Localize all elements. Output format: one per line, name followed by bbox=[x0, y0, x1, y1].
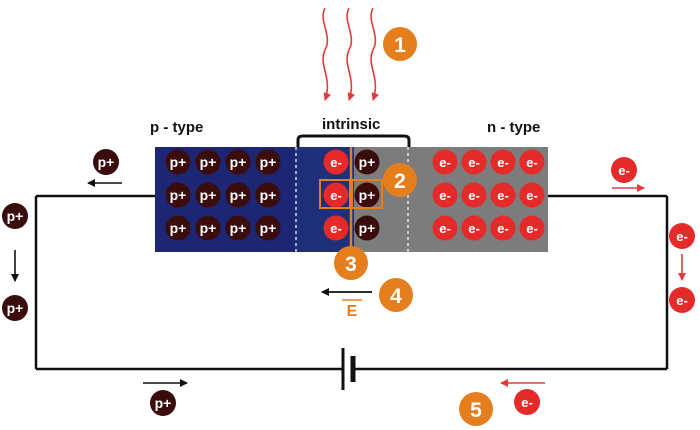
svg-text:p+: p+ bbox=[230, 154, 247, 170]
battery-icon bbox=[341, 348, 356, 390]
svg-text:e-: e- bbox=[468, 188, 480, 203]
svg-text:e-: e- bbox=[526, 221, 538, 236]
hole-carrier: p+ bbox=[165, 182, 191, 208]
svg-text:p+: p+ bbox=[200, 220, 217, 236]
electron-carrier: e- bbox=[519, 215, 545, 241]
svg-text:e-: e- bbox=[330, 221, 342, 236]
svg-text:p+: p+ bbox=[260, 220, 277, 236]
svg-text:p+: p+ bbox=[359, 154, 376, 170]
electron-carrier: e- bbox=[323, 182, 349, 208]
marker-2: 2 bbox=[383, 163, 417, 197]
hole-left-upper: p+ bbox=[2, 203, 28, 229]
svg-text:3: 3 bbox=[345, 253, 357, 276]
hole-carrier: p+ bbox=[165, 215, 191, 241]
hole-carrier: p+ bbox=[354, 149, 380, 175]
hole-carrier: p+ bbox=[225, 215, 251, 241]
svg-text:p+: p+ bbox=[260, 187, 277, 203]
hole-left-lower: p+ bbox=[2, 295, 28, 321]
svg-text:e-: e- bbox=[468, 221, 480, 236]
electron-bottom: e- bbox=[514, 389, 540, 415]
p-region-holes: p+ p+ p+ p+ p+ p+ p+ p+ p+ p+ p+ p+ bbox=[165, 149, 281, 241]
svg-text:p+: p+ bbox=[359, 187, 376, 203]
svg-text:p+: p+ bbox=[170, 220, 187, 236]
svg-text:e-: e- bbox=[439, 188, 451, 203]
svg-text:p+: p+ bbox=[7, 208, 24, 224]
electron-right-upper: e- bbox=[669, 223, 695, 249]
hole-carrier: p+ bbox=[354, 182, 380, 208]
svg-text:p+: p+ bbox=[359, 220, 376, 236]
electron-carrier: e- bbox=[323, 149, 349, 175]
svg-text:p+: p+ bbox=[200, 187, 217, 203]
electron-right-lower: e- bbox=[669, 287, 695, 313]
electron-carrier: e- bbox=[432, 182, 458, 208]
svg-text:e-: e- bbox=[676, 229, 688, 244]
svg-text:p+: p+ bbox=[230, 220, 247, 236]
hole-carrier: p+ bbox=[165, 149, 191, 175]
electron-carrier: e- bbox=[323, 215, 349, 241]
hole-carrier: p+ bbox=[354, 215, 380, 241]
n-region-electrons: e-e-e-e-e-e-e-e-e-e-e-e- bbox=[432, 149, 545, 241]
hole-top-left: p+ bbox=[93, 149, 119, 175]
svg-text:e-: e- bbox=[468, 155, 480, 170]
electron-carrier: e- bbox=[461, 149, 487, 175]
svg-text:e-: e- bbox=[330, 188, 342, 203]
svg-text:e-: e- bbox=[526, 188, 538, 203]
electron-top-right: e- bbox=[611, 157, 637, 183]
electron-carrier: e- bbox=[490, 215, 516, 241]
svg-text:e-: e- bbox=[439, 221, 451, 236]
hole-bottom: p+ bbox=[150, 390, 176, 416]
electron-carrier: e- bbox=[490, 182, 516, 208]
electron-carrier: e- bbox=[519, 182, 545, 208]
n-type-label: n - type bbox=[487, 119, 540, 136]
svg-text:p+: p+ bbox=[260, 154, 277, 170]
svg-text:e-: e- bbox=[439, 155, 451, 170]
intrinsic-carrier-pairs: e-p+ e-p+ e-p+ bbox=[323, 149, 380, 241]
svg-text:2: 2 bbox=[394, 170, 406, 193]
svg-text:e-: e- bbox=[521, 395, 533, 410]
marker-3: 3 bbox=[334, 246, 368, 280]
light-rays bbox=[322, 7, 380, 101]
electron-carrier: e- bbox=[432, 149, 458, 175]
svg-text:p+: p+ bbox=[98, 154, 115, 170]
intrinsic-bracket bbox=[296, 134, 411, 147]
hole-carrier: p+ bbox=[195, 182, 221, 208]
hole-carrier: p+ bbox=[255, 215, 281, 241]
svg-text:p+: p+ bbox=[155, 395, 172, 411]
intrinsic-label: intrinsic bbox=[322, 116, 380, 133]
svg-text:4: 4 bbox=[390, 285, 402, 308]
svg-text:e-: e- bbox=[330, 155, 342, 170]
svg-text:p+: p+ bbox=[7, 300, 24, 316]
svg-text:e-: e- bbox=[497, 155, 509, 170]
marker-1: 1 bbox=[383, 27, 417, 61]
circuit-wire bbox=[34, 194, 669, 371]
svg-text:p+: p+ bbox=[170, 154, 187, 170]
hole-carrier: p+ bbox=[195, 149, 221, 175]
svg-text:p+: p+ bbox=[230, 187, 247, 203]
svg-text:e-: e- bbox=[676, 293, 688, 308]
marker-5: 5 bbox=[459, 392, 493, 426]
hole-carrier: p+ bbox=[255, 149, 281, 175]
electron-carrier: e- bbox=[519, 149, 545, 175]
svg-text:1: 1 bbox=[394, 34, 406, 57]
p-type-label: p - type bbox=[150, 119, 203, 136]
field-label: E bbox=[347, 303, 358, 320]
svg-text:e-: e- bbox=[618, 163, 630, 178]
hole-carrier: p+ bbox=[255, 182, 281, 208]
svg-text:e-: e- bbox=[497, 221, 509, 236]
hole-carrier: p+ bbox=[195, 215, 221, 241]
hole-carrier: p+ bbox=[225, 149, 251, 175]
svg-text:e-: e- bbox=[497, 188, 509, 203]
electron-carrier: e- bbox=[461, 215, 487, 241]
svg-text:p+: p+ bbox=[170, 187, 187, 203]
svg-text:e-: e- bbox=[526, 155, 538, 170]
electron-carrier: e- bbox=[461, 182, 487, 208]
electron-carrier: e- bbox=[432, 215, 458, 241]
svg-text:p+: p+ bbox=[200, 154, 217, 170]
hole-carrier: p+ bbox=[225, 182, 251, 208]
svg-text:5: 5 bbox=[470, 399, 482, 422]
electron-carrier: e- bbox=[490, 149, 516, 175]
marker-4: 4 bbox=[379, 278, 413, 312]
